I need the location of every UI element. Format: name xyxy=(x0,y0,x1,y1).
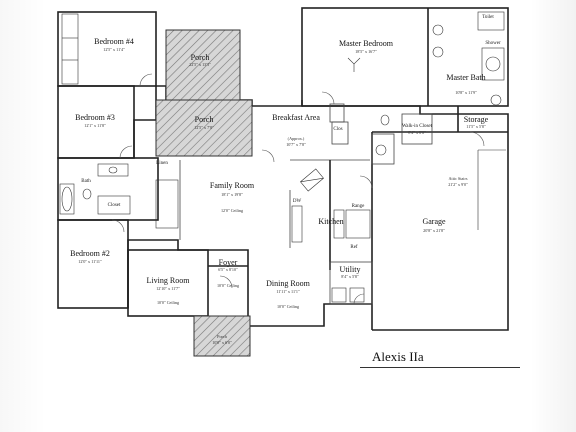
bedroom2-dim: 12'0" x 11'11" xyxy=(78,259,102,264)
bedroom4-dim: 12'5" x 11'4" xyxy=(103,47,125,52)
closet-label: Closet xyxy=(108,203,121,208)
small-labels: Linen Bath Closet DW Range Ref Clos Toil… xyxy=(81,15,501,250)
porch-mid-name: Porch xyxy=(195,115,214,124)
range-label: Range xyxy=(352,204,366,209)
utility-dim: 8'4" x 5'8" xyxy=(341,274,359,279)
foyer-ceiling: 10'0" Ceiling xyxy=(217,283,240,288)
ref-label: Ref xyxy=(350,245,358,250)
dining-room-ceiling: 10'0" Ceiling xyxy=(277,304,300,309)
master-bedroom-name: Master Bedroom xyxy=(339,39,394,48)
porch-top-name: Porch xyxy=(191,53,210,62)
breakfast-sub: (Approx.) xyxy=(288,136,305,141)
family-room-dim: 18'1" x 19'8" xyxy=(221,192,243,197)
shower-label: Shower xyxy=(485,41,501,46)
water-closet-label: Toilet xyxy=(482,15,494,20)
foyer-dim: 6'5" x 8'10" xyxy=(218,267,238,272)
breakfast-dim: 10'7" x 7'8" xyxy=(286,142,306,147)
bedroom3-name: Bedroom #3 xyxy=(75,113,115,122)
family-room-ceiling: 12'0" Ceiling xyxy=(221,208,244,213)
garage-dim: 20'8" x 21'8" xyxy=(423,228,445,233)
storage-name: Storage xyxy=(464,115,489,124)
living-room-dim: 12'10" x 11'7" xyxy=(156,286,180,291)
title-underline xyxy=(360,367,520,368)
dw-label: DW xyxy=(293,199,302,204)
plan-title: Alexis IIa xyxy=(372,349,424,364)
dining-room-dim: 11'11" x 11'1" xyxy=(276,289,300,294)
master-bedroom-dim: 18'5" x 16'7" xyxy=(355,49,377,54)
kitchen-name: Kitchen xyxy=(318,217,343,226)
porch-bottom-dim: 10'0" x 6'0" xyxy=(212,340,232,345)
porch-mid-dim: 12'5" x 7'8" xyxy=(194,125,214,130)
foyer-name: Foyer xyxy=(219,258,238,267)
walkin-closet-name: Walk-in Closet xyxy=(402,124,433,129)
living-room-name: Living Room xyxy=(147,276,191,285)
porch-hatching xyxy=(155,29,253,357)
linen-label: Linen xyxy=(156,161,168,166)
bath-label: Bath xyxy=(81,179,91,184)
clos-label: Clos xyxy=(333,127,342,132)
dining-room-name: Dining Room xyxy=(266,279,311,288)
family-room-name: Family Room xyxy=(210,181,255,190)
walkin-closet-dim: 8'4" x 8'6" xyxy=(408,130,426,135)
fixtures xyxy=(59,11,506,303)
porch-top-dim: 22'5" x 13'3" xyxy=(189,62,211,67)
exterior-walls xyxy=(57,7,509,331)
bedroom3-dim: 12'1" x 11'8" xyxy=(84,123,106,128)
bedroom2-name: Bedroom #2 xyxy=(70,249,110,258)
bedroom4-name: Bedroom #4 xyxy=(94,37,134,46)
utility-name: Utility xyxy=(340,265,361,274)
door-swings xyxy=(111,73,485,305)
master-bath-dim: 10'8" x 11'9" xyxy=(455,90,477,95)
porch-bottom-name: Porch xyxy=(217,334,228,339)
attic-stairs-name: Attic Stairs xyxy=(449,176,468,181)
attic-stairs-dim: 21'2" x 9'0" xyxy=(448,182,468,187)
garage-name: Garage xyxy=(422,217,446,226)
master-bath-name: Master Bath xyxy=(446,73,485,82)
storage-dim: 11'5" x 5'8" xyxy=(466,124,486,129)
living-room-ceiling: 10'0" Ceiling xyxy=(157,300,180,305)
breakfast-name: Breakfast Area xyxy=(272,113,320,122)
room-labels: Bedroom #4 12'5" x 11'4" Porch 22'5" x 1… xyxy=(70,37,489,345)
